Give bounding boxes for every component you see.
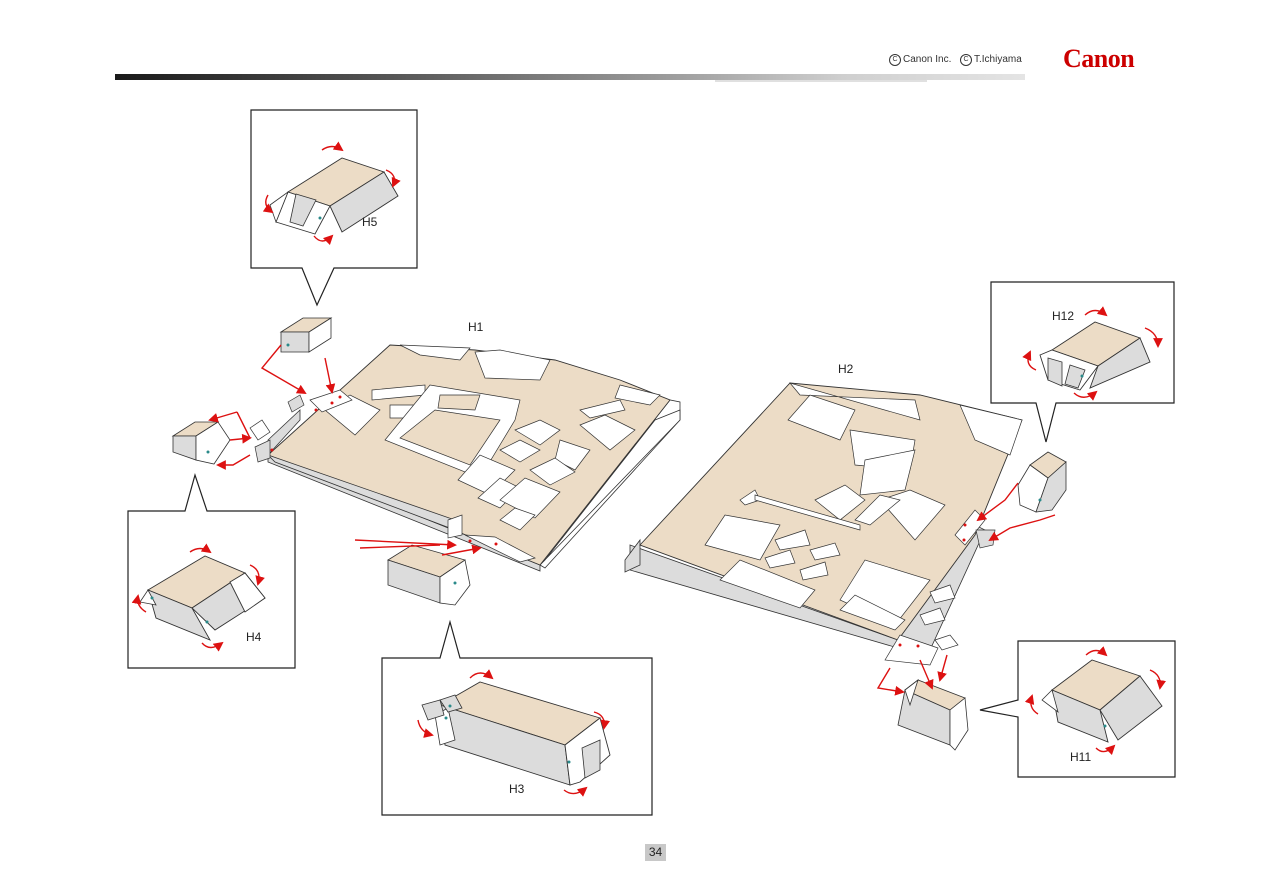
page-number: 34 [645, 844, 666, 861]
part-h5-small [281, 318, 331, 352]
board-h2 [625, 383, 1022, 665]
part-h3-small [388, 545, 470, 605]
label-h2: H2 [838, 362, 854, 376]
label-h11: H11 [1070, 750, 1091, 764]
label-h12: H12 [1052, 309, 1074, 323]
label-h3: H3 [509, 782, 525, 796]
label-h1: H1 [468, 320, 484, 334]
callout-h12: H12 [991, 282, 1174, 442]
board-h1 [250, 345, 680, 571]
callout-h11: H11 [980, 641, 1175, 777]
part-h11-small [898, 680, 968, 750]
callout-h4: H4 [128, 475, 295, 668]
callout-h5: H5 [251, 110, 417, 305]
part-h12-small [1018, 452, 1066, 512]
label-h4: H4 [246, 630, 262, 644]
label-h5: H5 [362, 215, 378, 229]
part-h4-small [173, 422, 230, 464]
callout-h3: H3 [382, 622, 652, 815]
